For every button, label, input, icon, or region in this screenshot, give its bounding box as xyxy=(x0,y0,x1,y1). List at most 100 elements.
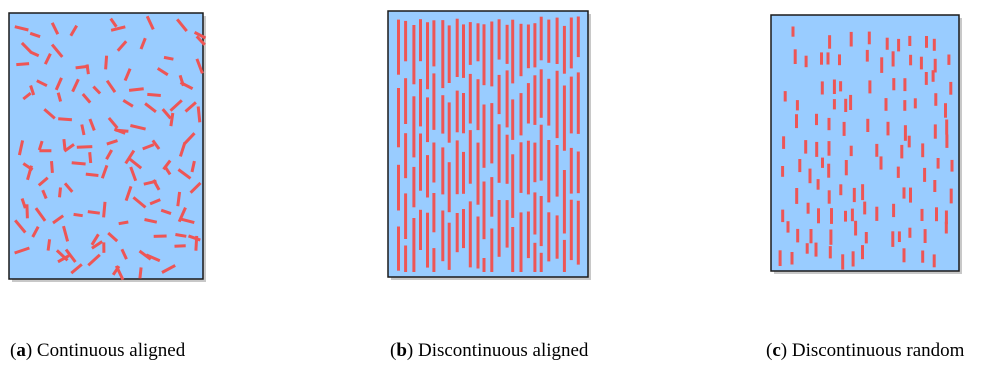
fiber xyxy=(120,248,128,260)
fiber xyxy=(124,185,133,202)
fiber xyxy=(91,240,104,250)
fiber xyxy=(81,93,92,104)
fiber xyxy=(194,235,199,251)
fiber xyxy=(29,31,41,39)
fiber xyxy=(36,79,48,88)
fiber xyxy=(58,187,62,198)
fiber xyxy=(17,140,25,156)
fiber xyxy=(20,198,27,209)
fiber xyxy=(87,210,100,215)
fiber xyxy=(85,172,99,177)
fiber xyxy=(109,17,118,28)
fiber xyxy=(179,81,194,91)
panel-a-composite-diagram xyxy=(8,12,208,284)
fiber xyxy=(163,55,174,61)
panel-c-composite-diagram xyxy=(770,14,964,276)
fiber xyxy=(118,220,129,226)
fiber xyxy=(195,35,206,46)
caption-b: (b) Discontinuous aligned xyxy=(390,340,589,361)
fiber xyxy=(184,101,197,113)
fiber xyxy=(128,157,143,170)
fiber xyxy=(31,225,40,238)
panel-c-svg xyxy=(770,14,962,274)
fiber xyxy=(123,68,132,82)
fiber xyxy=(145,15,155,31)
caption-c: (c) Discontinuous random xyxy=(766,340,965,361)
fiber xyxy=(37,140,44,151)
fiber xyxy=(90,233,100,246)
fiber xyxy=(14,246,30,255)
fiber xyxy=(139,37,147,50)
fiber xyxy=(176,18,188,33)
caption-c-text: Discontinuous random xyxy=(791,340,965,361)
panel-b-svg xyxy=(387,10,591,280)
fiber xyxy=(124,149,136,165)
fiber xyxy=(195,58,204,74)
fiber xyxy=(144,102,157,113)
fiber xyxy=(102,201,107,218)
fiber xyxy=(43,108,56,120)
fiber xyxy=(56,92,63,102)
fiber xyxy=(156,67,169,77)
fiber xyxy=(16,62,30,67)
fiber xyxy=(70,263,83,275)
fiber xyxy=(88,118,96,131)
fiber xyxy=(179,217,195,225)
fiber xyxy=(50,43,64,58)
fiber xyxy=(128,87,144,92)
fiber xyxy=(189,181,202,194)
fiber xyxy=(58,117,73,122)
caption-b-letter: b xyxy=(396,340,407,361)
fiber xyxy=(87,253,101,267)
fiber xyxy=(41,189,48,200)
fiber xyxy=(160,208,172,216)
fiber xyxy=(183,132,196,145)
fiber xyxy=(104,55,109,70)
fiber xyxy=(26,165,33,181)
caption-a-text: Continuous aligned xyxy=(36,340,186,361)
fiber xyxy=(138,267,143,279)
fiber xyxy=(130,124,146,131)
caption-b-text: Discontinuous aligned xyxy=(417,340,589,361)
fiber xyxy=(196,106,202,123)
fiber xyxy=(106,139,118,146)
fiber xyxy=(175,233,187,238)
fiber xyxy=(149,198,161,206)
caption-c-letter: c xyxy=(772,340,781,361)
fiber xyxy=(147,92,161,97)
fiber xyxy=(71,78,80,93)
fiber xyxy=(46,239,52,251)
fiber xyxy=(105,79,117,93)
fiber xyxy=(73,212,83,218)
fiber xyxy=(187,234,201,242)
fiber xyxy=(54,77,63,91)
fiber xyxy=(176,191,182,207)
fiber xyxy=(63,143,75,153)
fiber xyxy=(113,127,126,135)
fiber xyxy=(193,30,207,40)
caption-a-letter: a xyxy=(16,340,26,361)
fiber xyxy=(92,85,102,95)
fiber xyxy=(110,25,126,32)
fiber xyxy=(64,248,77,263)
fiber xyxy=(144,218,158,224)
fiber xyxy=(190,160,196,173)
fiber xyxy=(80,124,86,136)
matrix-rectangle xyxy=(770,14,960,272)
fiber xyxy=(88,152,93,164)
fiber xyxy=(107,116,119,130)
fiber xyxy=(145,253,161,263)
fiber xyxy=(20,41,33,54)
fiber xyxy=(163,165,172,176)
fiber xyxy=(138,249,152,261)
fiber xyxy=(22,92,32,101)
fiber xyxy=(62,225,70,242)
fiber xyxy=(178,142,187,157)
panel-a-svg xyxy=(8,12,207,282)
fiber xyxy=(169,112,175,127)
fiber xyxy=(85,64,90,75)
fiber xyxy=(132,196,147,209)
fiber xyxy=(34,207,47,222)
fiber xyxy=(69,24,78,37)
fiber xyxy=(37,176,49,187)
